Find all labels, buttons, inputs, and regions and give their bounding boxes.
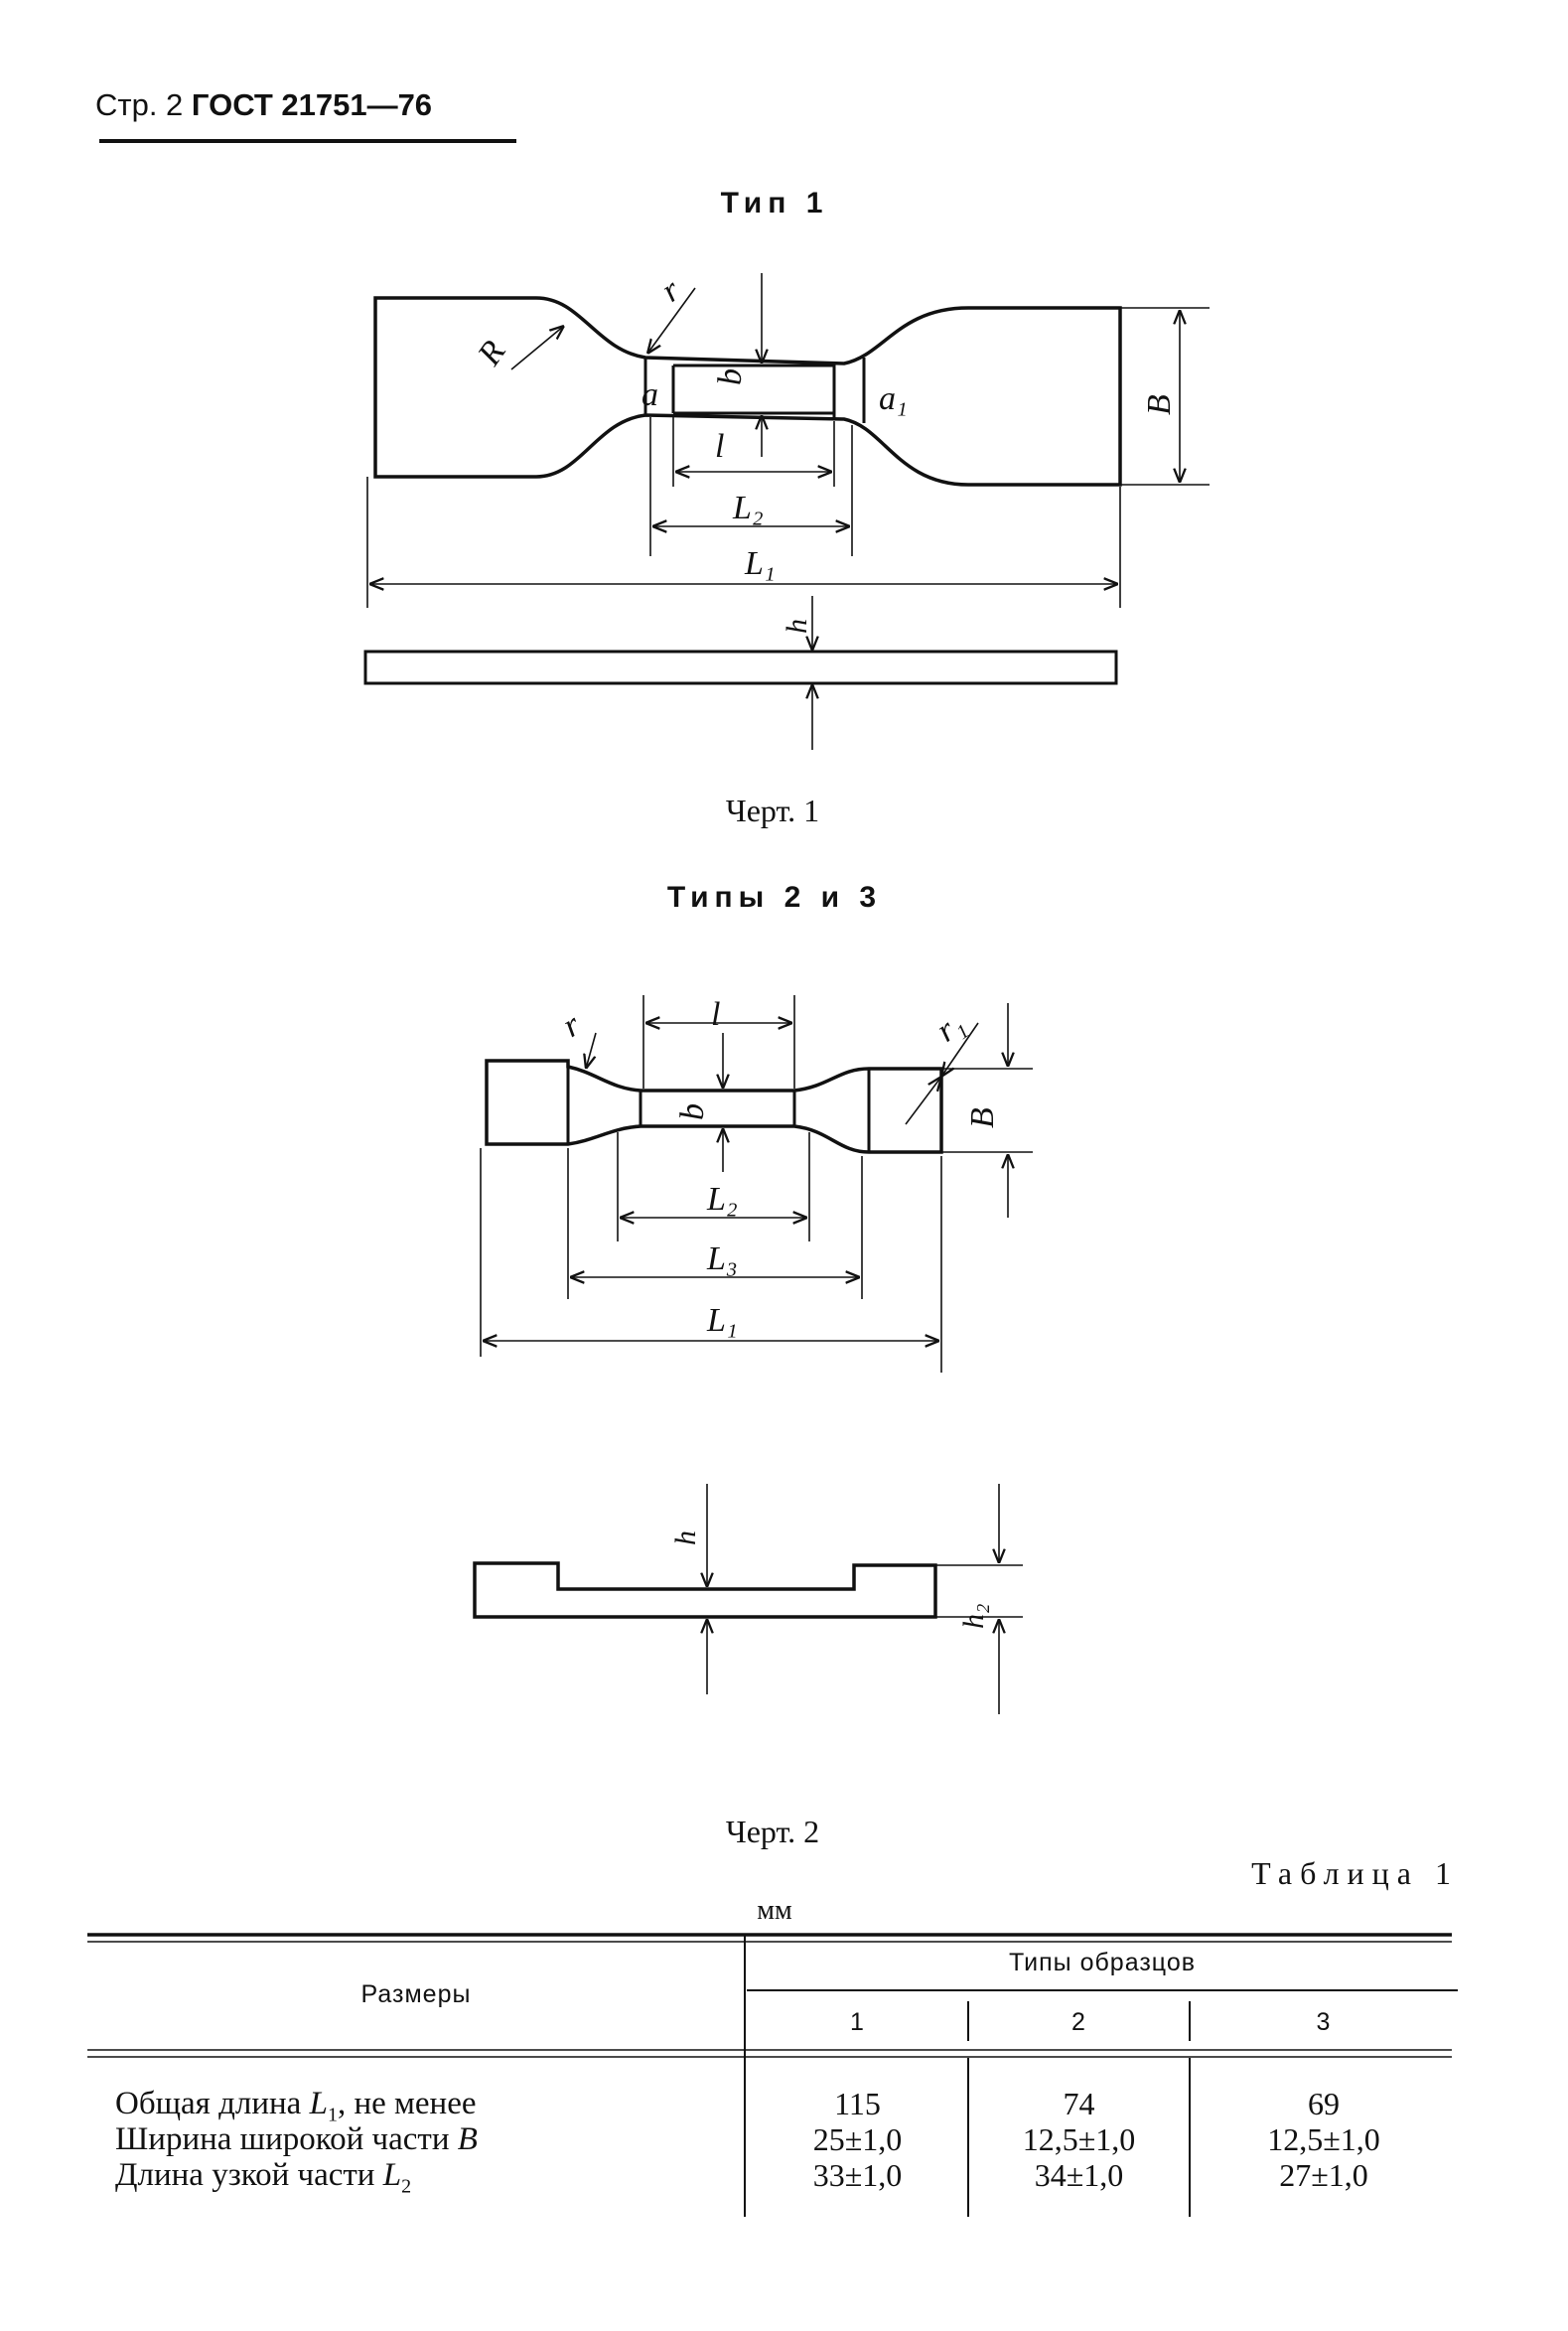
fig1-label-l: l	[715, 428, 724, 465]
figure2-caption: Черт. 2	[725, 1814, 820, 1849]
fig1-label-B: B	[1141, 394, 1178, 415]
table-unit: мм	[757, 1895, 792, 1926]
fig1-label-R: R	[471, 334, 513, 372]
fig1-label-r: r	[654, 271, 687, 309]
table-row-label: Длина узкой части L2	[115, 2157, 412, 2198]
figure1-caption: Черт. 1	[725, 793, 820, 828]
fig1-label-b: b	[712, 368, 749, 385]
table-col-type-2: 2	[1071, 2008, 1086, 2036]
fig1-label-a: a	[641, 376, 658, 413]
table-cell: 33±1,0	[812, 2157, 903, 2193]
fig1-label-a1: a₁	[879, 380, 908, 417]
figure2-title: Типы 2 и 3	[666, 881, 883, 914]
standard-number: ГОСТ 21751—76	[191, 87, 433, 122]
fig1-label-h: h	[781, 619, 813, 634]
fig2-label-B: B	[964, 1107, 1001, 1128]
table-col-type-1: 1	[850, 2008, 865, 2036]
figure2-side-view	[473, 1484, 1023, 1714]
table-cell: 12,5±1,0	[1267, 2121, 1380, 2157]
fig1-label-L2: L₂	[732, 490, 764, 526]
figure1-dimensions	[366, 273, 1210, 608]
table-header-dimensions: Размеры	[360, 1980, 472, 2008]
fig2-label-L2: L₂	[706, 1181, 738, 1218]
table-col-type-3: 3	[1316, 2008, 1332, 2036]
figure1-labels: R r a a₁ b l L₂ L₁ B h	[471, 271, 1178, 634]
figure1-title: Тип 1	[720, 187, 829, 219]
table-cell: 74	[1063, 2086, 1095, 2121]
table-cell: 69	[1308, 2086, 1340, 2121]
table-cell: 12,5±1,0	[1022, 2121, 1136, 2157]
page-number: Стр. 2	[95, 87, 184, 122]
table-header-types: Типы образцов	[1008, 1949, 1197, 1976]
fig2-label-l: l	[711, 996, 720, 1033]
fig1-label-L1: L₁	[744, 545, 776, 582]
table-row-label: Ширина широкой части B	[115, 2121, 478, 2157]
header-rule	[99, 139, 516, 143]
table-cell: 115	[834, 2086, 881, 2121]
fig2-label-h: h	[669, 1530, 702, 1545]
fig2-label-b: b	[674, 1103, 711, 1120]
table-row-label: Общая длина L1, не менее	[115, 2086, 477, 2126]
table-rules	[87, 1933, 1458, 2217]
fig2-label-r: r	[557, 1006, 588, 1045]
figure2-dimensions	[480, 995, 1033, 1373]
table-label: Таблица 1	[1251, 1855, 1459, 1891]
figure1-side-view	[363, 596, 1118, 750]
figure1-plan	[373, 296, 1122, 487]
table-cell: 34±1,0	[1034, 2157, 1124, 2193]
table-cell: 25±1,0	[812, 2121, 903, 2157]
fig2-label-L3: L₃	[706, 1240, 738, 1277]
figure2-plan	[485, 1059, 943, 1154]
page-header: Стр. 2 ГОСТ 21751—76	[95, 87, 432, 123]
table-cell: 27±1,0	[1279, 2157, 1368, 2193]
fig2-label-L1: L₁	[706, 1302, 738, 1339]
